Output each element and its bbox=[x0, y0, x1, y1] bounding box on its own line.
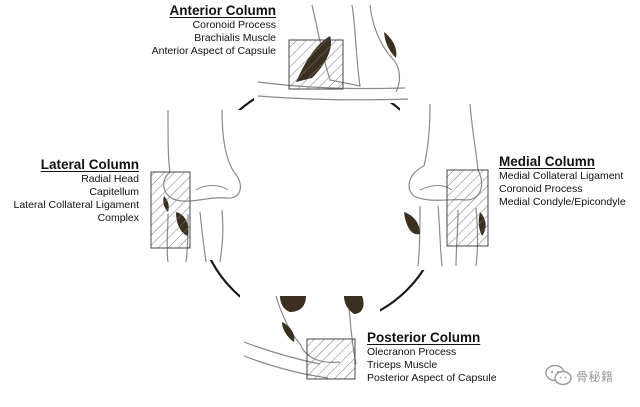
medial-column-item: Coronoid Process bbox=[499, 183, 583, 195]
posterior-column-hatch-box bbox=[306, 338, 356, 380]
posterior-column-item: Triceps Muscle bbox=[367, 359, 438, 371]
anterior-column-hatch-box bbox=[288, 39, 344, 90]
anterior-column-item: Brachialis Muscle bbox=[194, 32, 276, 44]
posterior-elbow-illustration bbox=[240, 292, 380, 402]
lateral-column-title: Lateral Column bbox=[40, 157, 139, 172]
posterior-column-item: Olecranon Process bbox=[367, 346, 457, 358]
lateral-elbow-illustration bbox=[145, 109, 255, 263]
medial-elbow-illustration bbox=[400, 103, 496, 270]
medial-column-label: Medial Column Medial Collateral Ligament… bbox=[499, 154, 626, 209]
posterior-column-title: Posterior Column bbox=[367, 330, 481, 345]
medial-column-title: Medial Column bbox=[499, 154, 596, 169]
watermark: 骨秘籍 bbox=[542, 360, 634, 390]
lateral-column-item: Lateral Collateral Ligament bbox=[13, 199, 140, 211]
wechat-logo-icon bbox=[545, 364, 572, 386]
lateral-column-item: Radial Head bbox=[81, 173, 139, 185]
lateral-column-item: Complex bbox=[97, 212, 139, 224]
posterior-column-label: Posterior Column Olecranon Process Trice… bbox=[367, 330, 497, 385]
medial-column-item: Medial Collateral Ligament bbox=[499, 170, 624, 182]
lateral-column-hatch-box bbox=[150, 171, 191, 249]
anterior-column-item: Anterior Aspect of Capsule bbox=[151, 45, 276, 57]
posterior-column-item: Posterior Aspect of Capsule bbox=[367, 372, 497, 384]
anterior-column-label: Anterior Column Coronoid Process Brachia… bbox=[152, 3, 276, 58]
anterior-column-title: Anterior Column bbox=[169, 3, 277, 18]
medial-column-item: Medial Condyle/Epicondyle bbox=[499, 196, 626, 208]
lateral-column-item: Capitellum bbox=[89, 186, 139, 198]
anterior-elbow-illustration bbox=[254, 4, 410, 103]
lateral-column-label: Lateral Column Radial Head Capitellum La… bbox=[14, 157, 140, 225]
anterior-column-item: Coronoid Process bbox=[192, 19, 276, 31]
watermark-text: 骨秘籍 bbox=[576, 370, 614, 384]
medial-column-hatch-box bbox=[446, 169, 489, 247]
